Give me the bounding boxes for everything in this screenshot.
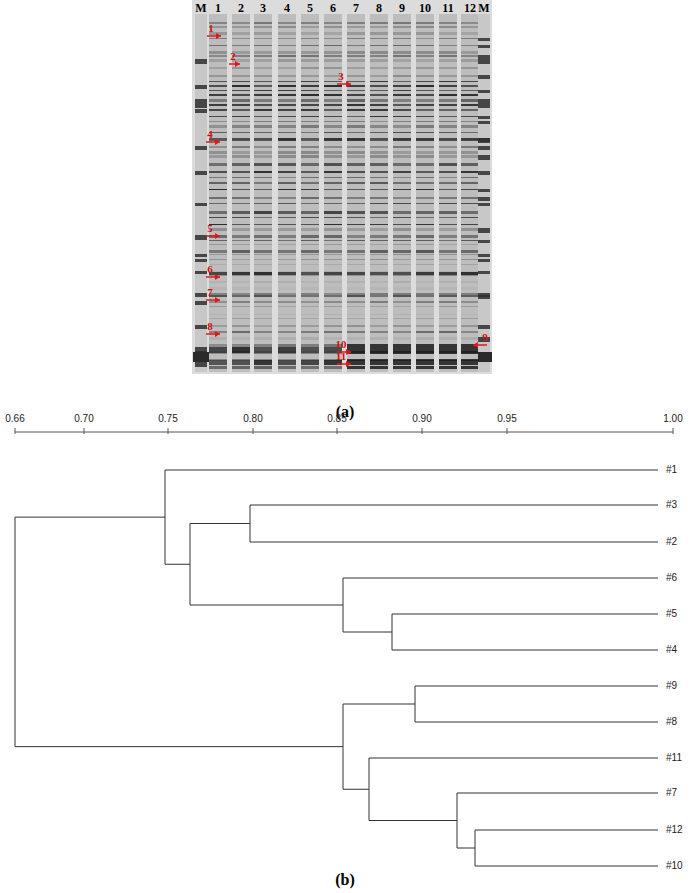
axis-tick-label: 0.95 xyxy=(497,414,516,424)
axis-tick-label: 0.90 xyxy=(412,414,431,424)
callout-number: 9 xyxy=(482,332,488,343)
arrow-head xyxy=(215,274,220,280)
axis-tick xyxy=(507,428,508,434)
callout-number: 6 xyxy=(207,264,213,275)
arrow-head xyxy=(235,61,240,67)
arrow-head xyxy=(346,361,351,367)
leaf-label: #6 xyxy=(666,573,677,583)
arrow-head xyxy=(473,342,478,348)
lane-label: 6 xyxy=(330,2,336,14)
leaf-label: #9 xyxy=(666,681,677,691)
axis-tick xyxy=(15,428,16,434)
leaf-label: #10 xyxy=(666,861,683,871)
axis-tick-label: 0.70 xyxy=(74,414,93,424)
leaf-label: #7 xyxy=(666,788,677,798)
axis-tick xyxy=(84,428,85,434)
arrow-head xyxy=(215,297,220,303)
axis-tick-label: 1.00 xyxy=(663,414,682,424)
callout-number: 5 xyxy=(207,223,213,234)
axis-tick xyxy=(337,428,338,434)
arrow-head xyxy=(215,139,220,145)
lane-label: 9 xyxy=(399,2,405,14)
lane-label: M xyxy=(478,2,489,14)
dendrogram xyxy=(15,470,658,866)
lane-label: 5 xyxy=(307,2,313,14)
lane-label: 12 xyxy=(464,2,476,14)
axis-tick-label: 0.85 xyxy=(327,414,346,424)
arrow-head xyxy=(216,33,221,39)
lane-label: 7 xyxy=(353,2,359,14)
arrow-head xyxy=(346,81,351,87)
callout-number: 10 xyxy=(336,339,347,350)
axis-line xyxy=(15,432,673,433)
lane-label: 1 xyxy=(215,2,221,14)
leaf-label: #4 xyxy=(666,645,677,655)
arrow-head xyxy=(215,233,220,239)
lane-label: 4 xyxy=(284,2,290,14)
callout-number: 8 xyxy=(207,321,213,332)
callout-number: 3 xyxy=(338,71,344,82)
callout-number: 1 xyxy=(208,23,214,34)
leaf-label: #5 xyxy=(666,609,677,619)
callout-number: 2 xyxy=(230,51,236,62)
callout-number: 4 xyxy=(207,129,213,140)
arrow-head xyxy=(346,349,351,355)
axis-tick-label: 0.66 xyxy=(5,414,24,424)
axis-tick-label: 0.75 xyxy=(158,414,177,424)
axis-tick xyxy=(253,428,254,434)
callout-number: 7 xyxy=(207,287,213,298)
axis-tick-label: 0.80 xyxy=(243,414,262,424)
leaf-label: #3 xyxy=(666,500,677,510)
panel-label: (b) xyxy=(335,872,355,888)
lane-label: 11 xyxy=(442,2,453,14)
arrow-head xyxy=(215,331,220,337)
gel-image xyxy=(192,0,492,374)
leaf-label: #8 xyxy=(666,717,677,727)
leaf-label: #1 xyxy=(666,465,677,475)
lane-label: 2 xyxy=(238,2,244,14)
lane-label: 8 xyxy=(376,2,382,14)
callout-number: 11 xyxy=(336,351,346,362)
leaf-label: #2 xyxy=(666,537,677,547)
axis-tick xyxy=(422,428,423,434)
axis-tick xyxy=(673,428,674,434)
leaf-label: #11 xyxy=(666,753,682,763)
lane-label: 10 xyxy=(419,2,431,14)
leaf-label: #12 xyxy=(666,825,683,835)
lane-label: 3 xyxy=(260,2,266,14)
axis-tick xyxy=(168,428,169,434)
lane-label: M xyxy=(195,2,206,14)
